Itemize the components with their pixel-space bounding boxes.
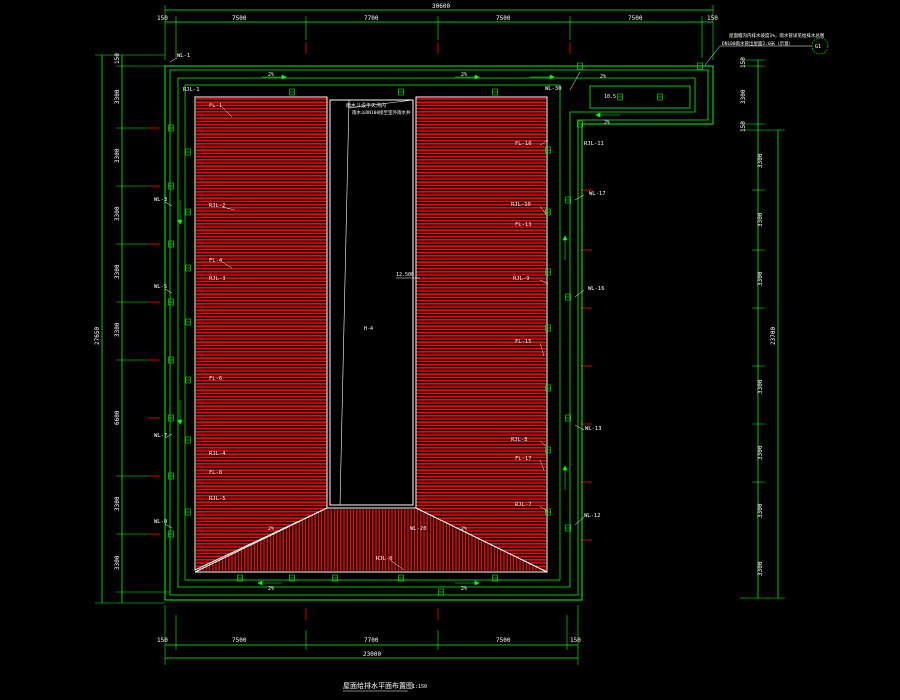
tag-rjl-2: RJL-2 bbox=[209, 203, 226, 209]
top-overall-dim: 30600 bbox=[432, 3, 450, 10]
slope-label-4: 2% bbox=[461, 586, 467, 592]
top-dim-seg-5: 7500 bbox=[628, 15, 643, 22]
drawing-scale: 1:150 bbox=[412, 684, 427, 690]
tag-wl-1: WL-1 bbox=[177, 53, 190, 59]
leader-lines bbox=[164, 57, 585, 571]
right-dim-seg-1: 3300 bbox=[757, 153, 764, 168]
slope-label-7: 2% bbox=[600, 74, 606, 80]
roof-hatch-bottom bbox=[199, 508, 544, 571]
slope-label-2: 2% bbox=[461, 72, 467, 78]
tag-wl-20: WL-20 bbox=[410, 526, 427, 532]
tag-rjl-1: RJL-1 bbox=[183, 87, 200, 93]
tag-fl-8: FL-8 bbox=[209, 470, 222, 476]
slope-label-3: 2% bbox=[268, 586, 274, 592]
right-upper-dim-2: 3300 bbox=[740, 89, 747, 104]
tag-fl-6: FL-6 bbox=[209, 376, 222, 382]
top-dim-seg-1: 150 bbox=[157, 15, 168, 22]
top-dim-seg-4: 7500 bbox=[496, 15, 511, 22]
left-dimension-chain: 27650 150 3300 3300 3300 3300 3300 6600 … bbox=[94, 53, 170, 604]
drain-symbols bbox=[168, 62, 703, 596]
tag-fl-15: FL-15 bbox=[515, 339, 532, 345]
top-dim-seg-6: 150 bbox=[707, 15, 718, 22]
center-note: 雨水斗设于天沟内 bbox=[346, 102, 386, 109]
tag-rjl-9: RJL-9 bbox=[513, 276, 530, 282]
top-dimension-chain: 30600 150 7500 7700 7500 7500 150 bbox=[157, 3, 718, 60]
tag-wl-16: WL-16 bbox=[588, 286, 605, 292]
panel-outlines bbox=[194, 96, 548, 573]
top-right-note-2: DN100雨水管出屋面2.0米（示意） bbox=[722, 40, 793, 47]
top-dim-seg-2: 7500 bbox=[232, 15, 247, 22]
left-dim-seg-6: 3300 bbox=[114, 322, 121, 337]
tag-wl-5: WL-5 bbox=[154, 284, 167, 290]
tag-fl-13: FL-13 bbox=[515, 222, 532, 228]
annotations: 12.500 10.5 H-4 雨水斗设于天沟内 雨水斗DN100接至室外雨水井… bbox=[343, 32, 829, 692]
tag-rjl-6: RJL-6 bbox=[376, 556, 393, 562]
right-dim-seg-4: 3300 bbox=[757, 379, 764, 394]
tag-rjl-5: RJL-5 bbox=[209, 496, 226, 502]
slope-label-6: 2% bbox=[461, 526, 467, 532]
axis-ticks bbox=[148, 42, 592, 620]
right-dim-seg-2: 3300 bbox=[757, 212, 764, 227]
slope-label-8: 2% bbox=[604, 120, 610, 126]
right-overall-dim: 23700 bbox=[770, 327, 777, 345]
elevation-label: 12.500 bbox=[396, 272, 414, 278]
tag-wl-13: WL-13 bbox=[585, 426, 602, 432]
slope-label-5: 2% bbox=[268, 526, 274, 532]
top-dim-seg-3: 7700 bbox=[364, 15, 379, 22]
tag-fl-17: FL-17 bbox=[515, 456, 532, 462]
left-dim-seg-5: 3300 bbox=[114, 264, 121, 279]
tag-rjl-10: RJL-10 bbox=[511, 202, 531, 208]
slope-arrows bbox=[177, 74, 620, 586]
tag-fl-4: FL-4 bbox=[209, 258, 223, 264]
circle-tag: G1 bbox=[815, 44, 821, 50]
tag-rjl-4: RJL-4 bbox=[209, 451, 226, 457]
upper-elevation-label: 10.5 bbox=[604, 94, 616, 100]
tag-rjl-8: RJL-8 bbox=[511, 437, 528, 443]
tag-rjl-3: RJL-3 bbox=[209, 276, 226, 282]
bottom-dim-seg-4: 7500 bbox=[496, 637, 511, 644]
bottom-dim-seg-1: 150 bbox=[157, 637, 168, 644]
slope-labels: 2% 2% 2% 2% 2% 2% 2% 2% bbox=[268, 72, 610, 592]
bottom-dim-seg-5: 150 bbox=[570, 637, 581, 644]
right-dim-seg-3: 3300 bbox=[757, 271, 764, 286]
left-dim-seg-8: 3300 bbox=[114, 496, 121, 511]
room-label: H-4 bbox=[364, 326, 373, 332]
tag-fl-10: FL-10 bbox=[515, 141, 532, 147]
bottom-dim-seg-2: 7500 bbox=[232, 637, 247, 644]
left-dim-seg-9: 3300 bbox=[114, 555, 121, 570]
left-overall-dim: 27650 bbox=[94, 327, 101, 345]
tag-wl-3: WL-3 bbox=[154, 197, 167, 203]
slope-label-1: 2% bbox=[268, 72, 274, 78]
left-dim-seg-2: 3300 bbox=[114, 89, 121, 104]
roof-hatch-right bbox=[416, 98, 546, 571]
right-dim-seg-7: 3300 bbox=[757, 561, 764, 576]
drawing-title: 屋面给排水平面布置图 bbox=[343, 681, 413, 690]
center-note-2: 雨水斗DN100接至室外雨水井 bbox=[352, 109, 411, 116]
tag-rjl-7: RJL-7 bbox=[515, 502, 532, 508]
tag-wl-8: WL-8 bbox=[154, 519, 167, 525]
right-upper-dim-1: 150 bbox=[740, 57, 747, 68]
tag-wl-7: WL-7 bbox=[154, 433, 167, 439]
right-dimension-chain: 150 3300 150 23700 3300 3300 3300 3300 3… bbox=[740, 57, 785, 599]
tag-wl-12: WL-12 bbox=[584, 513, 601, 519]
bottom-dim-seg-3: 7700 bbox=[364, 637, 379, 644]
left-dim-seg-3: 3300 bbox=[114, 148, 121, 163]
left-dim-seg-7: 6600 bbox=[114, 410, 121, 425]
roof-hatch-left bbox=[196, 98, 327, 568]
bottom-dimension-chain: 150 7500 7700 7500 150 23000 bbox=[157, 605, 581, 665]
left-dim-seg-1: 150 bbox=[114, 53, 121, 64]
tag-rjl-11: RJL-11 bbox=[584, 141, 604, 147]
right-upper-dim-3: 150 bbox=[740, 121, 747, 132]
left-dim-seg-4: 3300 bbox=[114, 206, 121, 221]
tag-wl-30: WL-30 bbox=[545, 86, 562, 92]
top-right-note: 屋面檐沟内排水坡度1%，雨水管详见给排水总图 bbox=[729, 32, 825, 39]
pipe-tags: WL-1 WL-3 WL-5 WL-7 WL-8 RJL-1 RJL-2 RJL… bbox=[154, 53, 606, 562]
tag-fl-1: FL-1 bbox=[209, 103, 222, 109]
tag-wl-17: WL-17 bbox=[589, 191, 606, 197]
bottom-overall-dim: 23000 bbox=[363, 651, 381, 658]
right-dim-seg-5: 3300 bbox=[757, 445, 764, 460]
right-dim-seg-6: 3300 bbox=[757, 503, 764, 518]
